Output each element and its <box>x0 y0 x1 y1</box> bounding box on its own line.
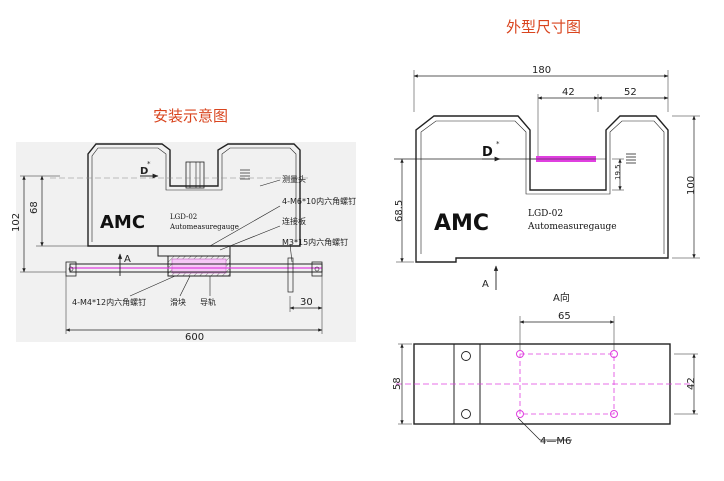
outline-diagram <box>394 70 700 290</box>
dim-install-102: 102 <box>11 213 22 232</box>
dim-install-600: 600 <box>185 332 204 343</box>
svg-text:*: * <box>147 160 151 168</box>
install-model: LGD-02 <box>170 213 197 221</box>
dim-outline-52: 52 <box>624 87 637 98</box>
install-brand: Automeasuregauge <box>169 223 239 231</box>
outline-marker: D <box>482 145 493 160</box>
svg-text:*: * <box>496 140 500 148</box>
outline-brand: Automeasuregauge <box>527 222 617 232</box>
install-marker: D <box>140 166 148 177</box>
install-diagram <box>20 143 323 334</box>
callout-slider: 滑块 <box>170 297 186 307</box>
callout-screws-m3: M3*15内六角螺钉 <box>282 237 348 247</box>
install-head-outline <box>87 143 301 247</box>
dim-outline-100: 100 <box>686 176 697 195</box>
dim-outline-42: 42 <box>562 87 575 98</box>
outline-body-inner <box>420 120 665 254</box>
install-head-inner <box>91 147 297 242</box>
dim-a-view-65: 65 <box>558 311 571 322</box>
callout-rail: 导轨 <box>200 297 216 307</box>
a-view-hole-label: 4—M6 <box>540 436 571 447</box>
a-view-text: A向 65 58 42 4—M6 <box>392 291 697 447</box>
install-direction-a: A <box>124 254 131 265</box>
install-logo: AMC <box>100 212 145 233</box>
dim-outline-19-5: 19.5 <box>614 164 622 180</box>
outline-body <box>415 115 669 263</box>
a-view-diagram <box>396 316 698 441</box>
callout-screws-m4: 4-M4*12内六角螺钉 <box>72 297 146 307</box>
install-plate <box>157 245 231 257</box>
outline-direction-a: A <box>482 279 489 290</box>
dim-outline-180: 180 <box>532 65 551 76</box>
install-title: 安装示意图 <box>153 107 229 125</box>
outline-text: D * AMC LGD-02 Automeasuregauge 180 42 5… <box>394 65 697 290</box>
outline-model: LGD-02 <box>528 209 563 219</box>
dim-a-view-58: 58 <box>392 377 403 390</box>
callout-head: 测量头 <box>282 174 306 184</box>
a-view-title: A向 <box>553 291 570 304</box>
dim-install-30: 30 <box>300 297 313 308</box>
outline-title: 外型尺寸图 <box>506 18 582 36</box>
callout-plate: 连接板 <box>282 216 306 226</box>
outline-logo: AMC <box>434 211 489 236</box>
install-text: D * AMC LGD-02 Automeasuregauge 102 68 6… <box>11 160 356 343</box>
dim-outline-68-5: 68.5 <box>394 200 405 222</box>
callout-screws-m6: 4-M6*10内六角螺钉 <box>282 196 356 206</box>
dim-install-68: 68 <box>29 201 40 214</box>
dim-a-view-42: 42 <box>686 377 697 390</box>
